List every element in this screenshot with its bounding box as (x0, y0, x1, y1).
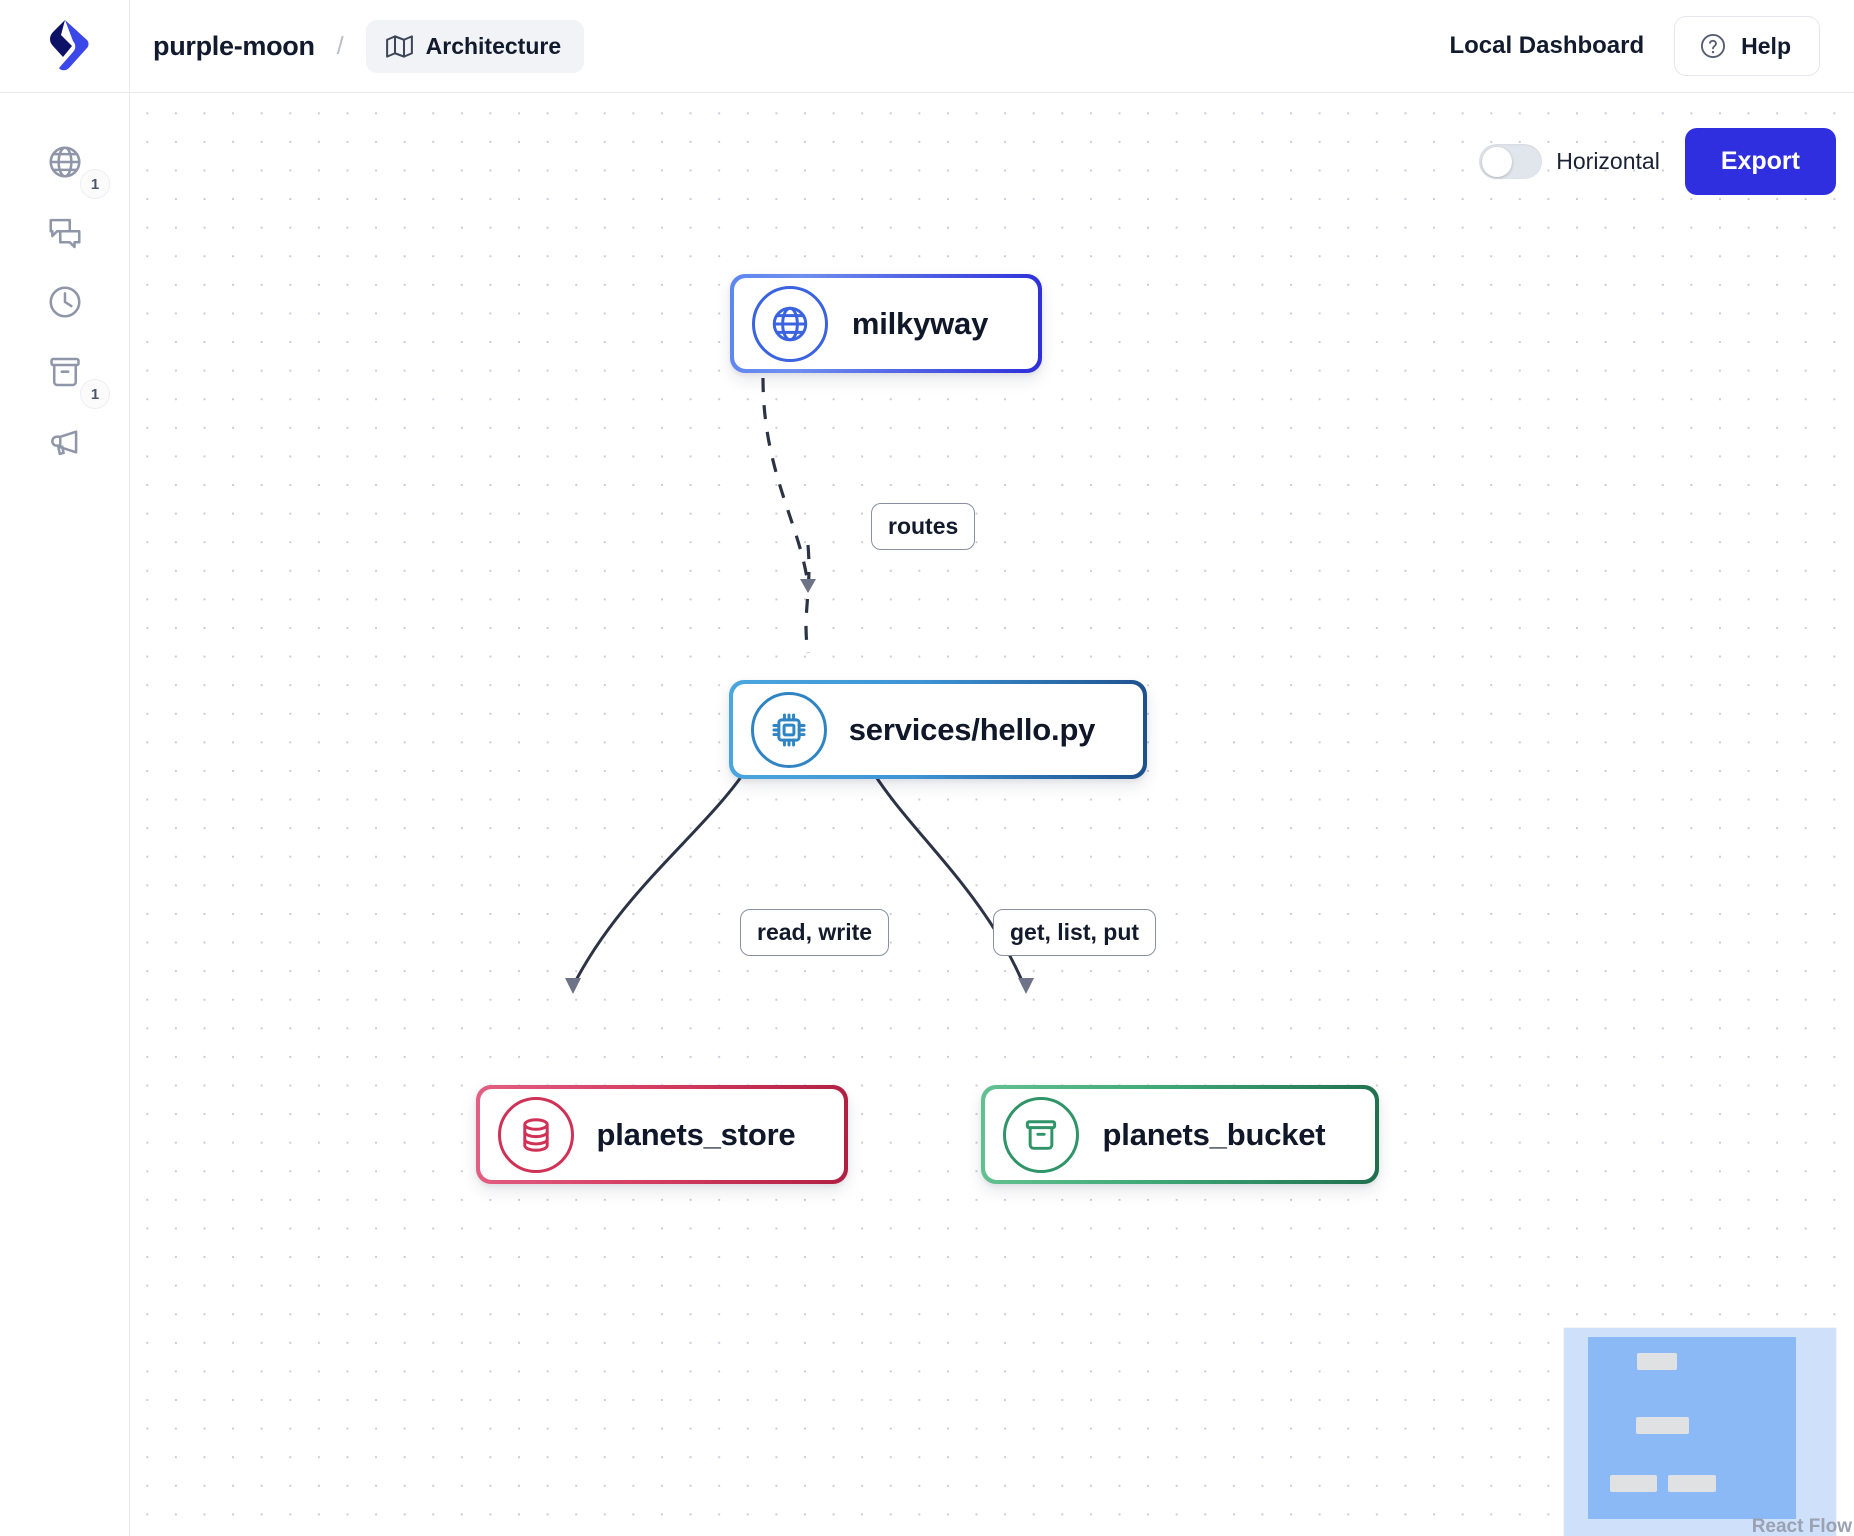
edge-read-write-arrow (565, 978, 581, 994)
node-service-label: services/hello.py (848, 711, 1096, 747)
node-store-label: planets_store (596, 1116, 796, 1152)
node-service-icon-frame (751, 691, 827, 768)
database-icon (523, 1117, 549, 1152)
clock-icon (49, 286, 81, 318)
minimap-node (1637, 1353, 1677, 1370)
help-button[interactable]: Help (1674, 16, 1820, 76)
flow-canvas[interactable]: routes read, write get, list, put milkyw… (130, 93, 1854, 1536)
horizontal-toggle-label: Horizontal (1556, 148, 1660, 174)
bucket-icon (50, 357, 80, 387)
edge-get-list-put-arrow (1018, 978, 1034, 994)
export-button[interactable]: Export (1684, 128, 1836, 195)
minimap-node (1610, 1475, 1657, 1492)
header-actions: Local Dashboard Help (1449, 16, 1854, 76)
sidebar-item-announcements[interactable] (0, 407, 130, 477)
node-bucket-label: planets_bucket (1102, 1116, 1326, 1152)
edge-routes (761, 377, 810, 586)
sidebar-item-buckets[interactable]: 1 (0, 337, 130, 409)
minimap-node (1636, 1417, 1689, 1434)
edge-label-get-list-put[interactable]: get, list, put (993, 909, 1157, 956)
minimap-node (1668, 1475, 1716, 1492)
bucket-icon (1025, 1119, 1057, 1150)
node-planets-store[interactable]: planets_store (476, 1085, 848, 1184)
question-circle-icon (1701, 33, 1726, 59)
edge-routes-lower (804, 544, 811, 654)
project-name[interactable]: purple-moon (153, 30, 315, 61)
toggle-knob (1482, 146, 1513, 177)
edge-label-routes[interactable]: routes (871, 503, 976, 550)
tab-architecture[interactable]: Architecture (365, 19, 585, 73)
tab-architecture-label: Architecture (425, 32, 562, 59)
globe-icon (49, 146, 81, 178)
node-services-hello-py[interactable]: services/hello.py (729, 680, 1147, 779)
minimap[interactable] (1564, 1328, 1836, 1536)
horizontal-toggle[interactable] (1479, 144, 1543, 179)
top-header: purple-moon / Architecture Local Dashboa… (0, 0, 1854, 93)
canvas-controls: Horizontal Export (1479, 128, 1836, 195)
node-store-icon-frame (498, 1096, 574, 1173)
react-flow-attribution[interactable]: React Flow (1751, 1516, 1852, 1536)
sidebar-badge-endpoints: 1 (80, 169, 110, 199)
node-milkyway-icon-frame (752, 285, 828, 362)
sidebar-item-endpoints[interactable]: 1 (0, 127, 130, 199)
sidebar-item-history[interactable] (0, 267, 130, 337)
chip-icon (772, 712, 806, 747)
breadcrumb: purple-moon / Architecture (130, 19, 585, 73)
node-milkyway[interactable]: milkyway (730, 274, 1042, 373)
node-bucket-icon-frame (1003, 1096, 1079, 1173)
megaphone-icon (51, 430, 78, 456)
map-icon (385, 34, 413, 58)
dashboard-title: Local Dashboard (1449, 32, 1645, 59)
globe-icon (772, 306, 808, 341)
sidebar-badge-buckets: 1 (80, 379, 110, 409)
edge-label-read-write[interactable]: read, write (740, 909, 890, 956)
chat-bubbles-icon (49, 218, 81, 249)
node-planets-bucket[interactable]: planets_bucket (981, 1085, 1379, 1184)
sidebar-item-messages[interactable] (0, 197, 130, 267)
minimap-viewport (1588, 1337, 1796, 1519)
app-logo[interactable] (0, 0, 130, 93)
node-milkyway-label: milkyway (851, 305, 989, 341)
edge-routes-arrow (800, 579, 816, 593)
breadcrumb-separator: / (336, 31, 344, 60)
help-button-label: Help (1741, 32, 1791, 59)
left-sidebar: 1 1 (0, 93, 130, 1536)
app-logo-icon (49, 20, 88, 71)
